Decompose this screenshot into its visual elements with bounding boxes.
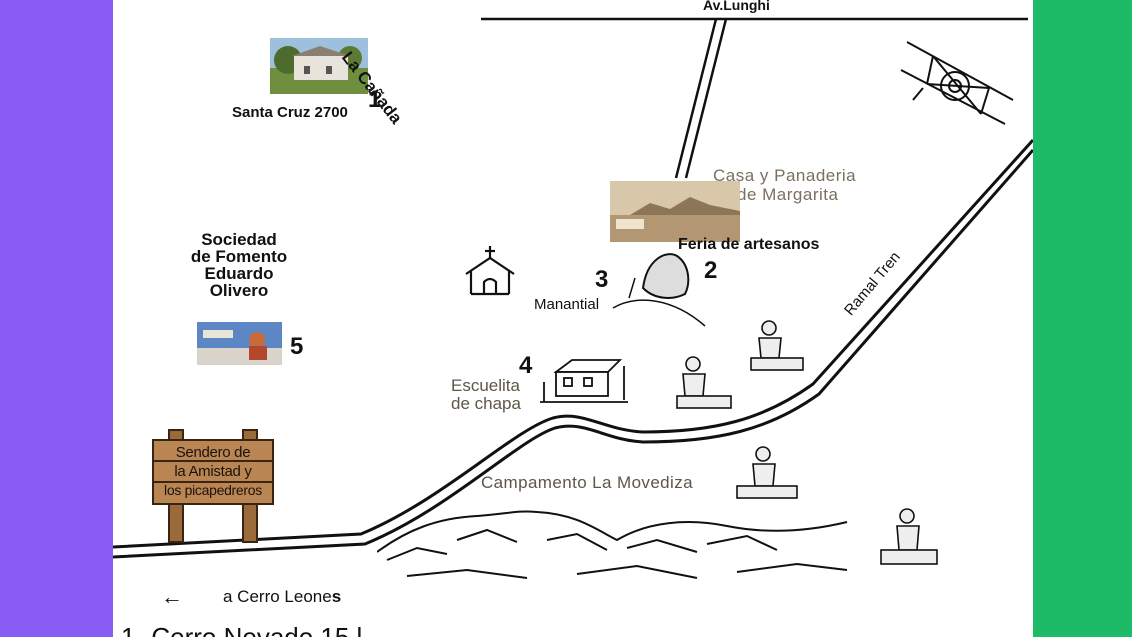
rail-line-inner	[113, 149, 1033, 559]
rock-drawing	[612, 253, 706, 327]
school-drawing	[540, 359, 628, 403]
marker-3: 3	[595, 266, 609, 293]
marker-5: 5	[290, 333, 304, 360]
manantial-label: Manantial	[534, 296, 600, 313]
casa-label-1: Casa y Panaderia	[713, 166, 857, 185]
rail-line-outer	[113, 138, 1033, 549]
branch-road-right	[684, 18, 728, 179]
feria-label: Feria de artesanos	[678, 236, 820, 253]
direction-label: a Cerro Leones	[223, 587, 341, 607]
direction-label-suffix: s	[331, 587, 342, 606]
hills-drawing	[377, 510, 848, 579]
marker-1: 1	[368, 86, 382, 113]
wooden-sign	[152, 429, 274, 543]
stonecutter-figure-3	[736, 446, 798, 499]
sociedad-label: Sociedad de Fomento Eduardo Olivero	[171, 231, 307, 299]
escuelita-label-2: de chapa	[451, 394, 521, 413]
sign-text: Sendero de la Amistad y los picapedreros	[151, 443, 275, 500]
sociedad-photo	[197, 322, 282, 365]
casa-label-2: de Margarita	[737, 185, 839, 204]
stonecutter-figure-2	[676, 356, 732, 409]
map-lines	[113, 17, 1033, 559]
sign-line: los picapedreros	[164, 482, 262, 498]
sign-line: la Amistad y	[174, 463, 252, 480]
right-color-band	[1033, 0, 1132, 637]
campamento-label: Campamento La Movediza	[481, 473, 693, 492]
sociedad-line: Eduardo	[204, 264, 274, 283]
sociedad-line: Sociedad	[201, 230, 277, 249]
feria-photo	[610, 181, 740, 242]
airplane-icon	[900, 41, 1014, 125]
marker-4: 4	[519, 352, 533, 379]
marker-2: 2	[704, 257, 718, 284]
church-icon	[465, 246, 515, 296]
stonecutter-figure-1	[750, 320, 804, 371]
sociedad-line: Olivero	[209, 281, 269, 300]
la-canada-photo	[270, 38, 368, 94]
la-canada-address: Santa Cruz 2700	[232, 104, 348, 121]
left-arrow-icon: ←	[161, 584, 183, 609]
branch-road-left	[674, 18, 718, 179]
sociedad-line: de Fomento	[190, 247, 288, 266]
sign-line: Sendero de	[175, 444, 251, 461]
direction-label-text: a Cerro Leone	[223, 587, 332, 606]
footer-partial-text: 1- Cerro Nevado 15 l...	[121, 622, 385, 637]
escuelita-label-1: Escuelita	[451, 376, 520, 395]
avenue-label: Av.Lunghi	[703, 0, 770, 13]
left-color-band	[0, 0, 113, 637]
stonecutter-figure-4	[880, 508, 938, 565]
map-canvas: Av.Lunghi Ramal Tren La Cañada 1 Santa C…	[113, 0, 1033, 637]
